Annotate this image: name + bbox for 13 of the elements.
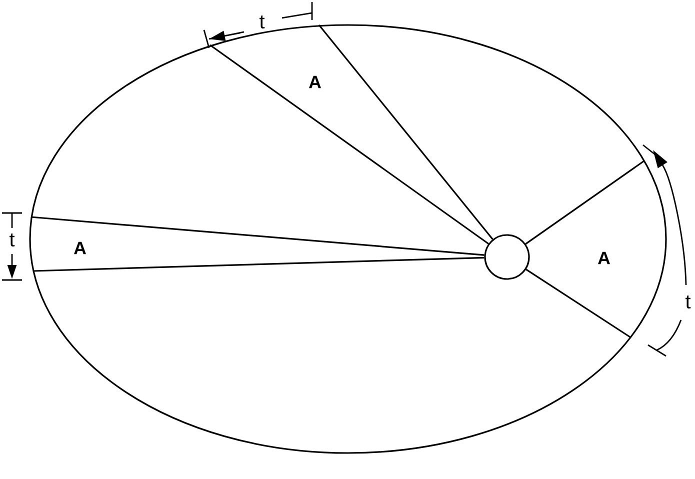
radius-line: [526, 268, 630, 338]
sun-circle: [484, 234, 530, 280]
radius-line: [32, 256, 484, 272]
area-label: A: [74, 242, 86, 254]
area-label: A: [598, 252, 610, 264]
area-label: A: [308, 76, 322, 88]
time-label: t: [260, 15, 265, 29]
radius-line: [318, 24, 494, 240]
radius-line: [525, 160, 644, 245]
time-label: t: [686, 295, 691, 308]
time-label: t: [10, 233, 15, 246]
radius-line: [30, 216, 484, 256]
radius-line: [210, 44, 489, 244]
